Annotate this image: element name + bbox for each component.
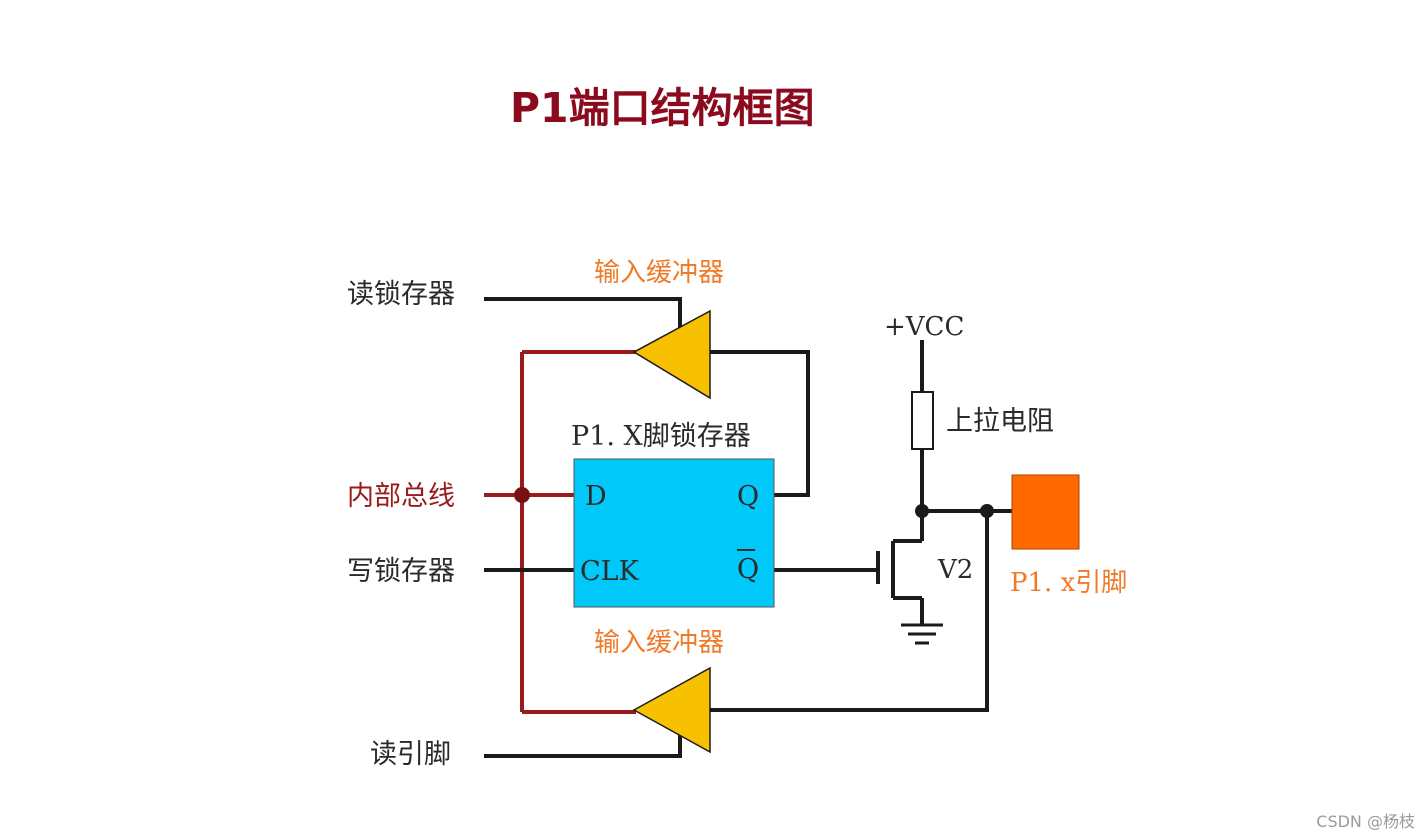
input-buffer-top: [632, 309, 711, 400]
label-vcc: +VCC: [884, 312, 964, 342]
bus-junction-dot: [514, 487, 530, 503]
label-write-latch: 写锁存器: [347, 556, 455, 587]
mosfet-v2: [876, 539, 922, 600]
label-input-buffer-top: 输入缓冲器: [594, 258, 724, 288]
label-input-buffer-bottom: 输入缓冲器: [594, 628, 724, 658]
label-read-latch: 读锁存器: [347, 279, 455, 310]
label-read-pin: 读引脚: [370, 739, 451, 770]
latch-box: [573, 458, 775, 608]
ground-icon: [901, 623, 943, 645]
latch-pin-clk: CLK: [580, 556, 640, 587]
slide-title: P1端口结构框图: [510, 84, 815, 132]
label-transistor: V2: [937, 555, 973, 585]
pin-junction-dot: [980, 504, 994, 518]
latch-pin-d: D: [585, 481, 607, 512]
watermark: CSDN @杨枝: [1316, 812, 1415, 831]
label-pullup: 上拉电阻: [946, 406, 1054, 437]
input-buffer-bottom: [632, 666, 711, 754]
drain-junction-dot: [915, 504, 929, 518]
label-pin: P1. x引脚: [1010, 568, 1127, 598]
latch-pin-q: Q: [737, 481, 759, 512]
latch-pin-q-bar: Q: [737, 554, 759, 585]
label-internal-bus: 内部总线: [347, 481, 455, 512]
output-pin: [1011, 474, 1080, 550]
label-latch-name: P1. X脚锁存器: [571, 421, 751, 452]
pullup-resistor: [911, 391, 934, 450]
signal-wires: [484, 297, 1012, 758]
